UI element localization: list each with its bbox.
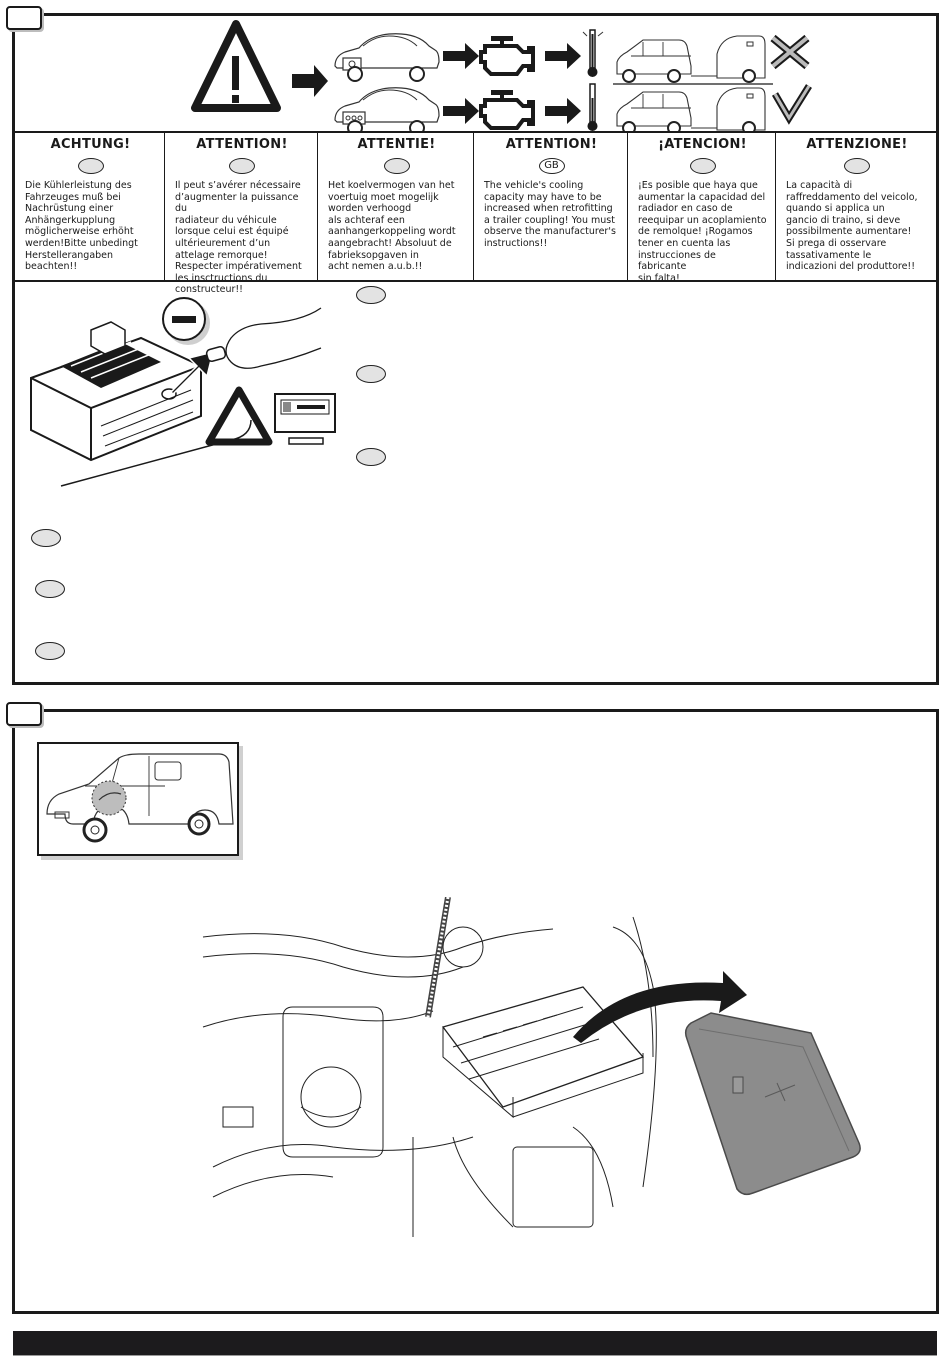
warning-fr: ATTENTION! Il peut s’avérer nécessaire d… — [165, 133, 318, 295]
divider — [15, 131, 936, 133]
arrow-right-icon — [292, 65, 328, 97]
warning-it: ATTENZIONE! La capacità di raffreddament… — [776, 133, 936, 281]
language-badge — [77, 158, 104, 174]
warning-text: Il peut s’avérer nécessaire d’augmenter … — [175, 180, 302, 296]
cooling-warning-illustration — [191, 20, 812, 132]
language-marker — [31, 529, 61, 547]
thermometer-hot-icon — [582, 29, 604, 77]
step-number-tab — [6, 702, 42, 726]
warning-text: La capacità di raffreddamento del veicol… — [786, 180, 918, 273]
car-towing-caravan-icon — [613, 35, 773, 85]
warning-text: ¡Es posible que haya que aumentar la cap… — [638, 180, 767, 284]
battery-disconnect-illustration — [30, 297, 336, 487]
arrow-right-icon — [443, 98, 479, 124]
van-overview-illustration — [46, 753, 234, 843]
engine-bay-illustration — [202, 897, 861, 1237]
check-icon — [771, 84, 812, 125]
warning-title: ¡ATENCION! — [658, 137, 747, 152]
car-radiator-icon — [334, 87, 440, 132]
warning-triangle-icon — [205, 386, 273, 446]
language-marker — [35, 580, 65, 598]
arrow-right-icon — [545, 43, 581, 69]
step-2-panel — [12, 709, 939, 1314]
thermometer-normal-icon — [587, 83, 598, 131]
warning-nl: ATTENTIE! Het koelvermogen van het voert… — [318, 133, 474, 281]
language-badge — [689, 158, 716, 174]
arrow-right-icon — [443, 43, 479, 69]
engine-bay-line-drawing — [202, 897, 657, 1237]
footer-bar — [13, 1331, 937, 1356]
language-badge — [383, 158, 410, 174]
warning-title: ATTENTION! — [505, 137, 598, 152]
warning-gb: ATTENTION! GB The vehicle's cooling capa… — [474, 133, 628, 281]
hand-holding-terminal-icon — [205, 307, 322, 369]
arrow-right-icon — [545, 98, 581, 124]
engine-icon — [479, 36, 535, 76]
language-marker — [356, 365, 386, 383]
curved-arrow-icon — [573, 971, 747, 1043]
language-marker — [356, 286, 386, 304]
warning-title: ATTENTION! — [196, 137, 288, 152]
warning-es: ¡ATENCION! ¡Es posible que haya que aume… — [628, 133, 776, 284]
language-marker — [356, 448, 386, 466]
language-warnings: ACHTUNG! Die Kühlerleistung des Fahrzeug… — [15, 133, 936, 295]
language-badge — [229, 158, 255, 174]
arrow-up-right-icon — [169, 350, 215, 396]
fuse-box-cover-icon — [684, 1012, 861, 1196]
language-marker — [35, 642, 65, 660]
radio-code-display-icon — [274, 393, 336, 445]
warning-title: ATTENTIE! — [357, 137, 436, 152]
warning-title: ACHTUNG! — [50, 137, 131, 152]
divider — [15, 280, 936, 282]
warning-text: Die Kühlerleistung des Fahrzeuges muß be… — [25, 180, 138, 273]
minus-terminal-icon — [162, 297, 210, 345]
warning-triangle-icon — [191, 20, 281, 112]
warning-text: Het koelvermogen van het voertuig moet m… — [328, 180, 456, 273]
car-radiator-icon — [334, 33, 440, 82]
row-reinforced-radiator — [334, 83, 812, 132]
language-badge — [844, 158, 870, 174]
language-badge-gb: GB — [538, 158, 565, 174]
battery-illustration — [30, 321, 252, 487]
warning-de: ACHTUNG! Die Kühlerleistung des Fahrzeug… — [15, 133, 165, 281]
step-number-tab — [6, 6, 42, 30]
row-standard-radiator — [334, 29, 810, 85]
step-1-panel: ACHTUNG! Die Kühlerleistung des Fahrzeug… — [12, 13, 939, 685]
car-towing-caravan-icon — [616, 87, 766, 132]
engine-icon — [479, 90, 535, 130]
cross-icon — [770, 34, 810, 70]
warning-title: ATTENZIONE! — [806, 137, 908, 152]
vehicle-overview-frame — [37, 742, 239, 856]
warning-text: The vehicle's cooling capacity may have … — [484, 180, 616, 249]
